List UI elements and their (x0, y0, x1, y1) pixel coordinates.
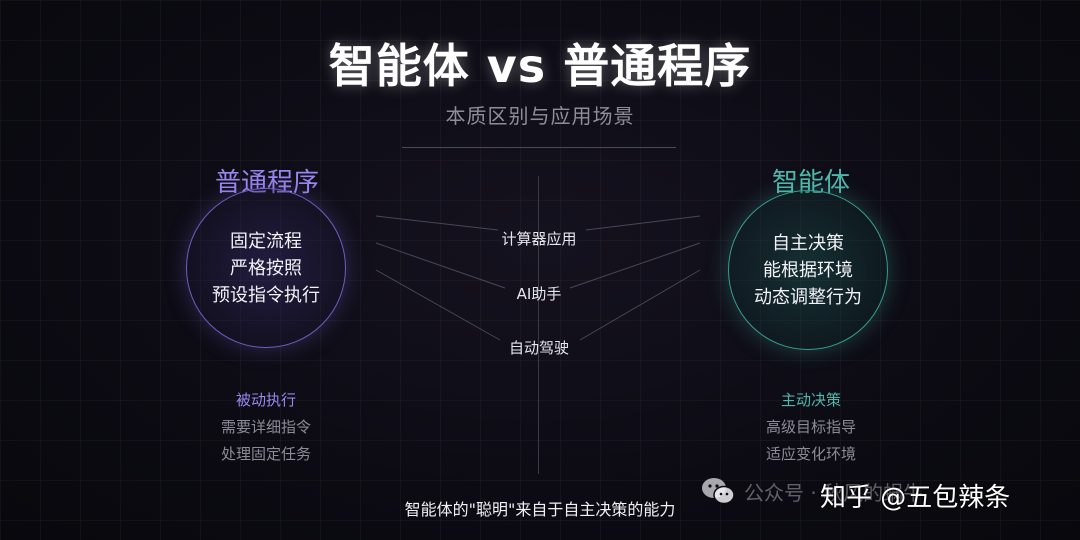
connector-right-1 (585, 215, 701, 231)
right-summary-line-2: 适应变化环境 (765, 445, 856, 463)
example-label-2: AI助手 (516, 285, 562, 303)
left-circle-line-3: 预设指令执行 (212, 284, 320, 306)
wechat-icon (702, 478, 735, 505)
connector-left-3 (375, 269, 501, 341)
left-circle-line-1: 固定流程 (230, 230, 302, 252)
right-summary: 主动决策 高级目标指导 适应变化环境 (711, 387, 911, 468)
left-summary-line-1: 需要详细指令 (220, 418, 311, 436)
left-circle-line-2: 严格按照 (230, 257, 302, 279)
right-circle: 自主决策 能根据环境 动态调整行为 (728, 190, 888, 350)
connector-left-2 (375, 242, 506, 289)
example-label-3: 自动驾驶 (508, 339, 569, 357)
page-title: 智能体 vs 普通程序 (328, 39, 752, 93)
example-label-1: 计算器应用 (501, 230, 577, 248)
connector-right-2 (569, 242, 701, 289)
left-summary-head: 被动执行 (235, 391, 296, 409)
title-divider (402, 147, 676, 148)
connector-right-3 (579, 269, 701, 341)
right-circle-line-2: 能根据环境 (763, 259, 853, 281)
watermark-site: 知乎 @五包辣条 (820, 483, 1011, 513)
center-divider (538, 176, 539, 474)
right-summary-head: 主动决策 (780, 391, 841, 409)
page-subtitle: 本质区别与应用场景 (445, 104, 635, 128)
watermark-account: 公众号 · 秋风的蜗牛 (744, 480, 924, 505)
right-summary-line-1: 高级目标指导 (765, 418, 856, 436)
left-circle: 固定流程 严格按照 预设指令执行 (186, 188, 346, 348)
right-circle-line-1: 自主决策 (772, 232, 844, 254)
footer-caption: 智能体的"聪明"来自于自主决策的能力 (404, 500, 676, 519)
left-summary: 被动执行 需要详细指令 处理固定任务 (166, 387, 366, 468)
connector-left-1 (375, 215, 499, 231)
left-summary-line-2: 处理固定任务 (220, 445, 311, 463)
watermark: 公众号 · 秋风的蜗牛 (700, 476, 923, 506)
right-circle-line-3: 动态调整行为 (754, 286, 862, 308)
